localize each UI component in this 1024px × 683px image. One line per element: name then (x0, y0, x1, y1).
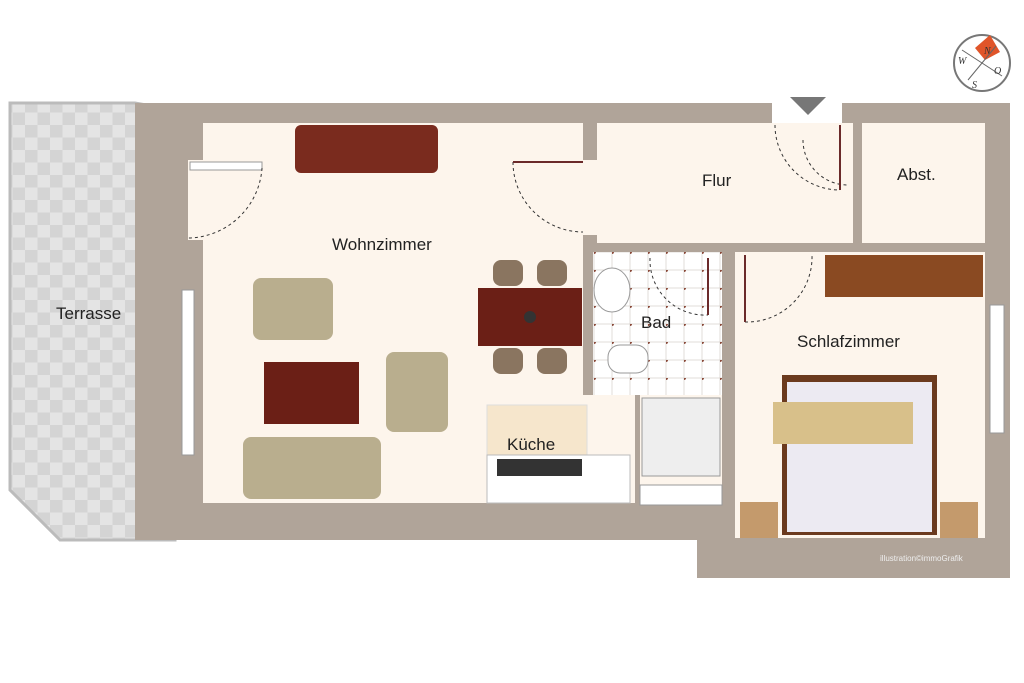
compass-w: W (958, 56, 968, 67)
windows (181, 161, 1005, 456)
chair (493, 260, 523, 286)
door-leaves (513, 125, 841, 322)
room-label-abst: Abst. (897, 165, 936, 184)
shower (641, 397, 721, 477)
washer (639, 484, 723, 506)
sofa (243, 437, 381, 499)
room-label-terrasse: Terrasse (56, 304, 121, 323)
room-label-bad: Bad (641, 313, 671, 332)
compass-icon: N O S W (953, 34, 1011, 92)
toilet (607, 344, 649, 374)
room-label-kueche: Küche (507, 435, 555, 454)
washbasin (593, 267, 631, 313)
chair (537, 260, 567, 286)
compass-o: O (994, 66, 1001, 77)
chair (493, 348, 523, 374)
kitchen-sink (497, 459, 582, 476)
entrance-arrow-icon (790, 97, 826, 115)
nightstand (940, 502, 978, 538)
furniture (243, 125, 983, 538)
compass-n: N (983, 46, 992, 57)
coffee-table (264, 362, 359, 424)
armchair (386, 352, 448, 432)
wardrobe (825, 255, 983, 297)
room-label-schlafzimmer: Schlafzimmer (797, 332, 900, 351)
watermark: illustration©immoGrafik (880, 554, 964, 563)
blanket (773, 402, 913, 444)
sideboard (295, 125, 438, 173)
kitchen-tiles (486, 404, 588, 458)
chair (537, 348, 567, 374)
compass-s: S (972, 80, 977, 91)
room-label-wohnzimmer: Wohnzimmer (332, 235, 432, 254)
room-label-flur: Flur (702, 171, 732, 190)
nightstand (740, 502, 778, 538)
armchair (253, 278, 333, 340)
